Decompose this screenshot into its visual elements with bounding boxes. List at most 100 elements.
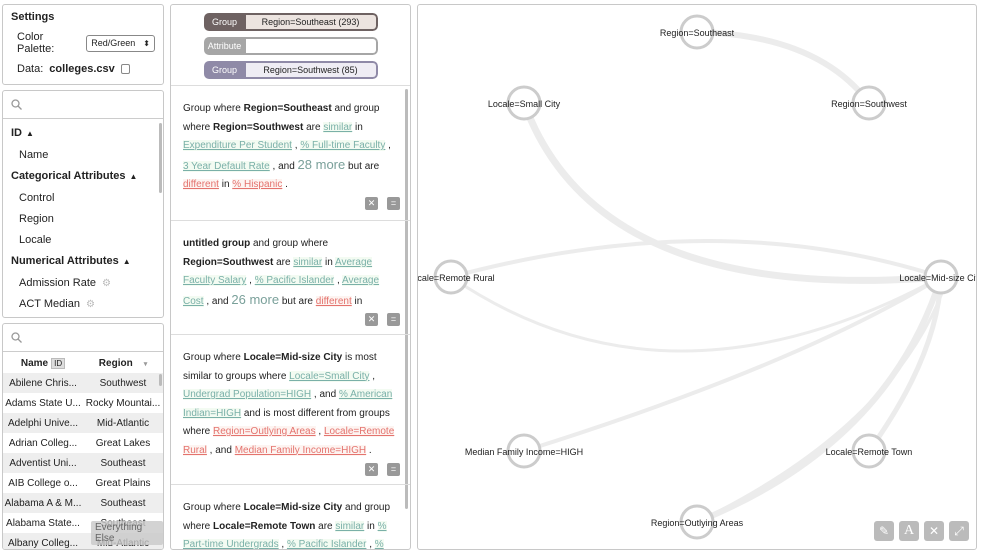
categorical-section-header[interactable]: Categorical Attributes ▲ [11,170,155,182]
attr-label: Admission Rate [19,277,97,289]
attribute-chip[interactable]: Attribute [203,37,378,55]
cell-name: Alabama State... [6,517,80,529]
description-card-4[interactable]: Group where Locale=Mid-size City and gro… [171,484,410,550]
graph-node-remote-town[interactable]: Locale=Remote Town [826,433,913,469]
desc-text: are [315,520,336,532]
attribute-search[interactable] [3,91,163,119]
database-icon[interactable] [120,64,130,74]
chip-value [245,37,378,55]
description-card-1[interactable]: Group where Region=Southeast and group w… [171,85,410,220]
different-link[interactable]: different [183,179,219,190]
attr-item-locale[interactable]: Locale [19,234,155,246]
graph-edge [450,275,942,353]
group-name: Region=Southwest [183,256,274,268]
attribute-link[interactable]: % Full-time Faculty [300,140,386,151]
compare-icon[interactable]: = [387,197,400,210]
attribute-link[interactable]: Median Family Income=HIGH [234,444,367,456]
id-section-header[interactable]: ID ▲ [11,127,155,139]
attribute-link[interactable]: Locale=Small City [289,370,370,382]
table-scrollbar[interactable] [159,374,162,386]
gear-icon[interactable]: ⚙ [85,298,95,310]
graph-node-southwest[interactable]: Region=Southwest [831,85,907,121]
attr-item-act-median[interactable]: ACT Median ⚙ [19,298,155,310]
attribute-link[interactable]: % Pacific Islander [254,275,335,286]
eraser-icon[interactable]: ✎ [874,521,894,541]
similar-link[interactable]: similar [335,520,365,532]
selection-chips: Group Region=Southeast (293) Attribute G… [171,5,410,79]
attribute-scrollbar[interactable] [159,123,162,193]
chip-key: Attribute [203,37,246,55]
graph-node-southeast[interactable]: Region=Southeast [660,14,735,50]
graph-node-remote-rural[interactable]: Locale=Remote Rural [418,259,495,295]
node-label: Region=Southwest [831,99,907,109]
compare-icon[interactable]: = [387,463,400,476]
attr-label: Region [19,213,54,225]
desc-text: in [352,121,363,133]
graph-node-mid-size-city[interactable]: Locale=Mid-size City [899,259,977,295]
graph-edges [450,29,950,525]
compare-icon[interactable]: = [387,313,400,326]
graph-edge [696,29,872,105]
attr-label: ACT Median [19,298,80,310]
desc-text: Group where [183,502,244,513]
cell-name: Adelphi Unive... [7,417,79,429]
table-row[interactable]: Adelphi Unive...Mid-Atlantic [3,413,163,433]
sort-icon[interactable]: ▾ [143,360,148,368]
chip-key: Group [203,61,246,79]
numerical-section-header[interactable]: Numerical Attributes ▲ [11,255,155,267]
close-icon[interactable]: ✕ [924,521,944,541]
attribute-link[interactable]: Expenditure Per Student [183,140,292,151]
graph-edge [866,276,944,453]
similar-link[interactable]: similar [323,121,353,133]
attribute-link[interactable]: % Hispanic [232,179,283,190]
close-icon[interactable]: ✕ [365,313,378,326]
table-row[interactable]: Alabama A & M...Southeast [3,493,163,513]
group-chip-1[interactable]: Group Region=Southeast (293) [203,13,378,31]
cell-name: Alabama A & M... [4,497,82,509]
graph-node-small-city[interactable]: Locale=Small City [488,85,561,121]
table-row[interactable]: Abilene Chris...Southwest [3,373,163,393]
palette-select[interactable]: Red/Green ⬍ [86,34,155,52]
cell-name: Abilene Chris... [9,377,77,389]
description-card-3[interactable]: Group where Locale=Mid-size City is most… [171,334,410,484]
search-icon [11,332,22,343]
attr-item-control[interactable]: Control [19,192,155,204]
graph-node-outlying-areas[interactable]: Region=Outlying Areas [651,504,744,540]
gear-icon[interactable]: ⚙ [102,277,112,289]
cell-region: Great Lakes [95,437,151,449]
attribute-link[interactable]: Region=Outlying Areas [213,426,316,437]
expand-icon[interactable]: ⤢ [949,521,969,541]
desc-text: in [351,295,363,307]
table-row[interactable]: Adams State U...Rocky Mountai... [3,393,163,413]
column-header-region[interactable]: Region▾ [83,358,163,369]
description-card-2[interactable]: untitled group and group where Region=So… [171,220,410,334]
description-scrollbar[interactable] [405,89,408,509]
more-link[interactable]: 26 more [231,291,280,307]
desc-text: and is most different from groups where [183,407,390,438]
close-icon[interactable]: ✕ [365,197,378,210]
settings-panel: Settings Color Palette: Red/Green ⬍ Data… [2,4,164,85]
group-chip-2[interactable]: Group Region=Southwest (85) [203,61,378,79]
more-link[interactable]: 28 more [297,156,346,172]
table-row[interactable]: Adrian Colleg...Great Lakes [3,433,163,453]
data-label: Data: [17,63,44,75]
attribute-link[interactable]: % Pacific Islander [286,539,367,550]
attr-item-name[interactable]: Name [19,149,155,161]
attribute-link[interactable]: 3 Year Default Rate [183,160,270,172]
table-row[interactable]: Adventist Uni...Southeast [3,453,163,473]
attr-item-region[interactable]: Region [19,213,155,225]
different-link[interactable]: different [315,295,352,307]
attr-item-admission-rate[interactable]: Admission Rate ⚙ [19,277,155,289]
group-graph: Region=Southeast Locale=Small City Regio… [418,14,977,540]
similar-link[interactable]: similar [293,256,323,268]
attribute-link[interactable]: % [374,539,384,550]
attribute-link[interactable]: Undergrad Population=HIGH [183,389,312,400]
text-size-button[interactable]: A [899,521,919,541]
table-row[interactable]: AIB College o...Great Plains [3,473,163,493]
close-icon[interactable]: ✕ [365,463,378,476]
table-search[interactable] [3,324,163,352]
desc-text: in [322,256,335,268]
graph-node-median-income[interactable]: Median Family Income=HIGH [465,433,583,469]
